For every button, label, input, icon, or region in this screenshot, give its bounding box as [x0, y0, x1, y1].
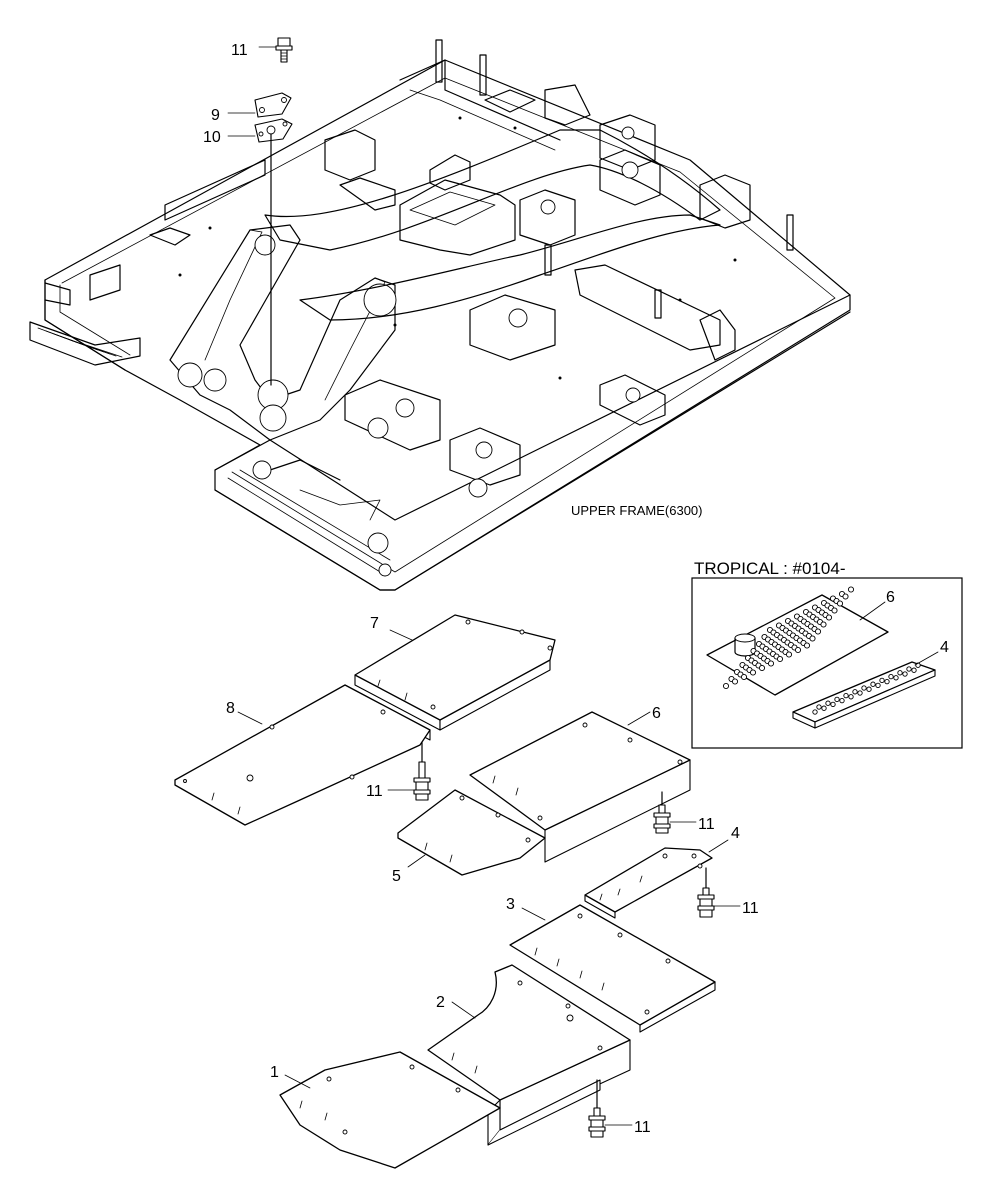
perforation-hole — [809, 635, 816, 642]
perforation-hole — [836, 600, 844, 607]
cover-2 — [427, 964, 631, 1131]
label-cover-1: 1 — [270, 1064, 279, 1081]
perforation-hole — [825, 700, 831, 706]
inset-label-cover-4: 4 — [940, 639, 949, 656]
perforation-hole — [830, 701, 836, 708]
perforation-hole — [816, 704, 822, 710]
perforation-hole — [767, 660, 775, 667]
perforation-hole — [852, 689, 858, 695]
perforation-hole — [749, 669, 757, 676]
perforation-hole — [758, 664, 766, 672]
perforation-hole — [814, 628, 822, 635]
tropical-inset-title: TROPICAL : #0104- — [694, 559, 846, 578]
cover-4 — [584, 839, 729, 919]
perforation-hole — [821, 705, 827, 711]
perforation-hole — [820, 621, 827, 628]
perforation-hole — [731, 678, 739, 685]
bolt-bottom — [588, 1079, 633, 1138]
cover-1 — [279, 1051, 501, 1169]
perforation-hole — [831, 607, 838, 614]
perforation-hole — [888, 673, 894, 680]
perforation-hole — [722, 682, 730, 690]
bolt-near-cover-6 — [653, 791, 697, 834]
perforation-hole — [834, 696, 840, 703]
inset-label-cover-6: 6 — [886, 589, 895, 606]
perforation-hole — [842, 593, 849, 600]
perforation-hole — [848, 694, 854, 700]
perforation-hole — [870, 681, 876, 687]
label-plate-10: 10 — [203, 129, 221, 146]
label-bolt-top: 11 — [231, 42, 248, 59]
label-bolt-near-4: 11 — [742, 900, 759, 917]
perforation-hole — [825, 614, 833, 621]
label-cover-2: 2 — [436, 994, 445, 1011]
top-hardware — [227, 37, 293, 386]
label-bolt-near-8: 11 — [366, 783, 383, 800]
perforation-hole — [902, 671, 908, 677]
tropical-cover-6 — [706, 586, 889, 696]
upper-frame — [29, 39, 851, 591]
perforation-hole — [866, 686, 872, 692]
perforation-hole — [911, 667, 917, 673]
perforation-hole — [740, 673, 748, 681]
cover-7 — [354, 614, 556, 731]
perforation-hole — [861, 685, 867, 691]
perforation-hole — [875, 682, 881, 689]
bolt-near-cover-8 — [387, 741, 431, 801]
perforation-hole — [843, 692, 849, 699]
cover-skirt-edge — [487, 1079, 601, 1146]
label-cover-5: 5 — [392, 868, 401, 885]
label-plate-9: 9 — [211, 107, 220, 124]
frame-caption: UPPER FRAME(6300) — [571, 503, 702, 518]
perforation-hole — [893, 675, 899, 681]
label-bolt-bottom: 11 — [634, 1119, 651, 1136]
perforation-hole — [803, 642, 811, 649]
perforation-hole — [857, 690, 863, 696]
perforation-hole — [847, 586, 855, 593]
label-cover-7: 7 — [370, 615, 379, 632]
tropical-cover-4 — [792, 661, 936, 729]
perforation-hole — [884, 678, 890, 685]
perforation-hole — [879, 677, 885, 684]
perforation-hole — [812, 709, 818, 715]
perforation-hole — [776, 655, 784, 663]
cover-5 — [397, 789, 546, 876]
cover-8 — [174, 684, 431, 826]
perforation-hole — [794, 646, 802, 654]
perforation-hole — [906, 666, 912, 672]
label-cover-8: 8 — [226, 700, 235, 717]
perforation-hole — [897, 670, 903, 676]
perforation-hole — [839, 697, 845, 704]
label-cover-4: 4 — [731, 825, 740, 842]
bolt-near-cover-4 — [697, 867, 741, 918]
perforation-hole — [785, 651, 793, 658]
label-bolt-near-6: 11 — [698, 816, 715, 833]
label-cover-3: 3 — [506, 896, 515, 913]
cover-3 — [509, 904, 716, 1033]
label-cover-6: 6 — [652, 705, 661, 722]
cover-6 — [469, 711, 691, 863]
